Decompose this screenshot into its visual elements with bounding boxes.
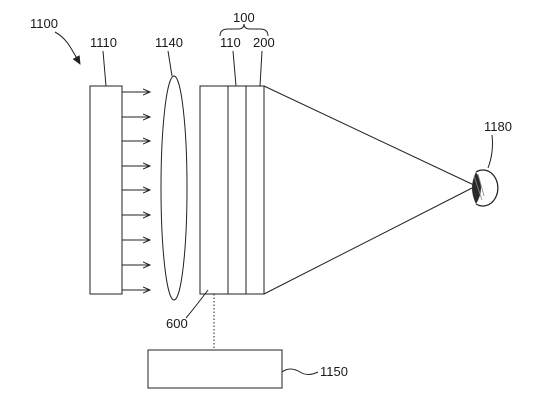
light-source [89,85,123,295]
controller-box [147,349,283,389]
eye-leader [487,134,493,169]
light-source-leader [102,50,107,87]
module-brace [219,23,269,37]
label-system: 1100 [30,16,58,31]
label-layer-b: 200 [253,35,275,50]
layer-b-leader [259,50,263,87]
base-layer [199,85,229,295]
light-rays [122,92,150,290]
label-layer-a: 110 [220,35,241,50]
eye-icon [472,169,499,207]
layer-a-leader [232,50,237,87]
base-layer-leader [185,289,209,319]
lens-leader [167,50,173,77]
label-controller: 1150 [320,364,348,379]
controller-leader [281,368,319,375]
lens [160,75,188,301]
label-light-source: 1110 [90,35,117,50]
label-eye: 1180 [484,119,512,134]
view-line-top [263,85,477,187]
label-lens: 1140 [155,35,183,50]
view-line-bottom [263,185,477,295]
system-leader-line [54,31,81,65]
layer-110 [227,85,247,295]
label-base-layer: 600 [166,316,188,331]
layer-200 [245,85,265,295]
label-module: 100 [233,10,255,25]
